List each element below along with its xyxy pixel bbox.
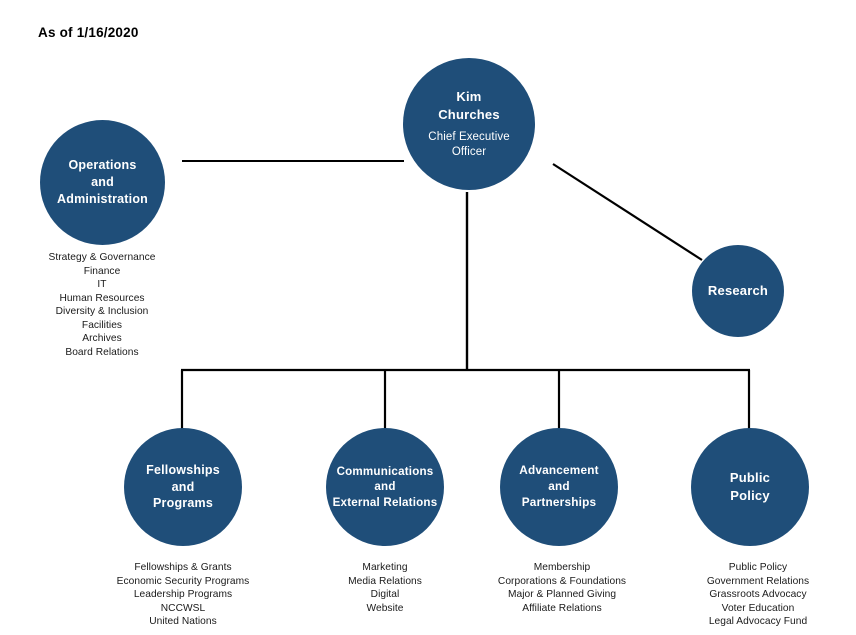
node-ceo-title-line1: Chief Executive xyxy=(428,131,510,144)
node-communications-and-external-relations[interactable]: Communications and External Relations xyxy=(326,428,444,546)
sub-list-item: Public Policy xyxy=(728,562,788,573)
node-public-policy[interactable]: Public Policy xyxy=(691,428,809,546)
node-communications-line3: External Relations xyxy=(332,495,438,509)
node-chief-executive-officer[interactable]: Kim Churches Chief Executive Officer xyxy=(403,58,535,190)
node-research-line1: Research xyxy=(707,283,769,299)
node-fellowships-line1: Fellowships xyxy=(146,462,220,477)
node-research[interactable]: Research xyxy=(692,245,784,337)
node-communications-line2: and xyxy=(374,480,396,494)
node-communications-line1: Communications xyxy=(336,464,434,478)
sub-list-item: Corporations & Foundations xyxy=(497,575,627,587)
sub-list-item: Legal Advocacy Fund xyxy=(708,616,808,628)
node-operations-line2: and xyxy=(91,175,114,190)
sub-list-item: Facilities xyxy=(81,319,123,331)
sub-list-item: Marketing xyxy=(362,562,408,573)
connector-ceo-research xyxy=(552,163,703,261)
node-operations-and-administration[interactable]: Operations and Administration xyxy=(40,120,165,245)
sub-list-item: Diversity & Inclusion xyxy=(55,306,149,318)
sub-list-item: Economic Security Programs xyxy=(116,575,250,587)
sub-list-item: Affiliate Relations xyxy=(522,602,602,614)
node-advancement-and-partnerships[interactable]: Advancement and Partnerships xyxy=(500,428,618,546)
sub-list-item: Digital xyxy=(370,589,400,601)
sub-list-item: Grassroots Advocacy xyxy=(709,589,807,601)
sub-list-item: Voter Education xyxy=(721,602,795,614)
node-operations-line3: Administration xyxy=(57,191,148,206)
node-fellowships-line2: and xyxy=(171,479,195,494)
sub-list-item: Finance xyxy=(83,265,121,277)
node-ceo-name-line2: Churches xyxy=(438,106,500,122)
node-fellowships-and-programs[interactable]: Fellowships and Programs xyxy=(124,428,242,546)
node-operations-content: Operations and Administration xyxy=(40,157,165,208)
sub-list-item: Leadership Programs xyxy=(133,589,233,601)
sub-list-item: Fellowships & Grants xyxy=(134,562,232,573)
node-advancement-line3: Partnerships xyxy=(521,494,597,509)
node-advancement-line2: and xyxy=(548,479,570,494)
node-research-content: Research xyxy=(692,282,784,300)
sub-list-item: Government Relations xyxy=(706,575,810,587)
sub-list-item: Strategy & Governance xyxy=(48,252,156,263)
node-publicpolicy-content: Public Policy xyxy=(691,469,809,504)
sub-list-item: IT xyxy=(97,279,107,291)
sub-list-item: Archives xyxy=(82,333,122,345)
node-ceo-title-line2: Officer xyxy=(451,146,487,159)
sub-list-item: Human Resources xyxy=(59,292,145,304)
as-of-date-label: As of 1/16/2020 xyxy=(38,25,139,40)
sub-list-item: Board Relations xyxy=(65,346,139,358)
node-operations-line1: Operations xyxy=(68,158,137,173)
node-advancement-content: Advancement and Partnerships xyxy=(500,463,618,511)
sub-list-item: Membership xyxy=(533,562,591,573)
node-advancement-line1: Advancement xyxy=(519,463,599,478)
node-ceo-name-line1: Kim xyxy=(456,89,482,105)
sub-list-item: Website xyxy=(366,602,404,614)
node-publicpolicy-line1: Public xyxy=(729,470,771,486)
sub-list-item: NCCWSL xyxy=(160,602,206,614)
node-communications-content: Communications and External Relations xyxy=(326,464,444,511)
node-ceo-content: Kim Churches Chief Executive Officer xyxy=(403,88,535,160)
node-fellowships-line3: Programs xyxy=(153,496,213,511)
sub-list-item: Major & Planned Giving xyxy=(507,589,617,601)
node-publicpolicy-line2: Policy xyxy=(730,488,770,503)
node-fellowships-content: Fellowships and Programs xyxy=(124,462,242,513)
sub-list-item: United Nations xyxy=(149,616,217,628)
sub-list-item: Media Relations xyxy=(348,575,422,587)
